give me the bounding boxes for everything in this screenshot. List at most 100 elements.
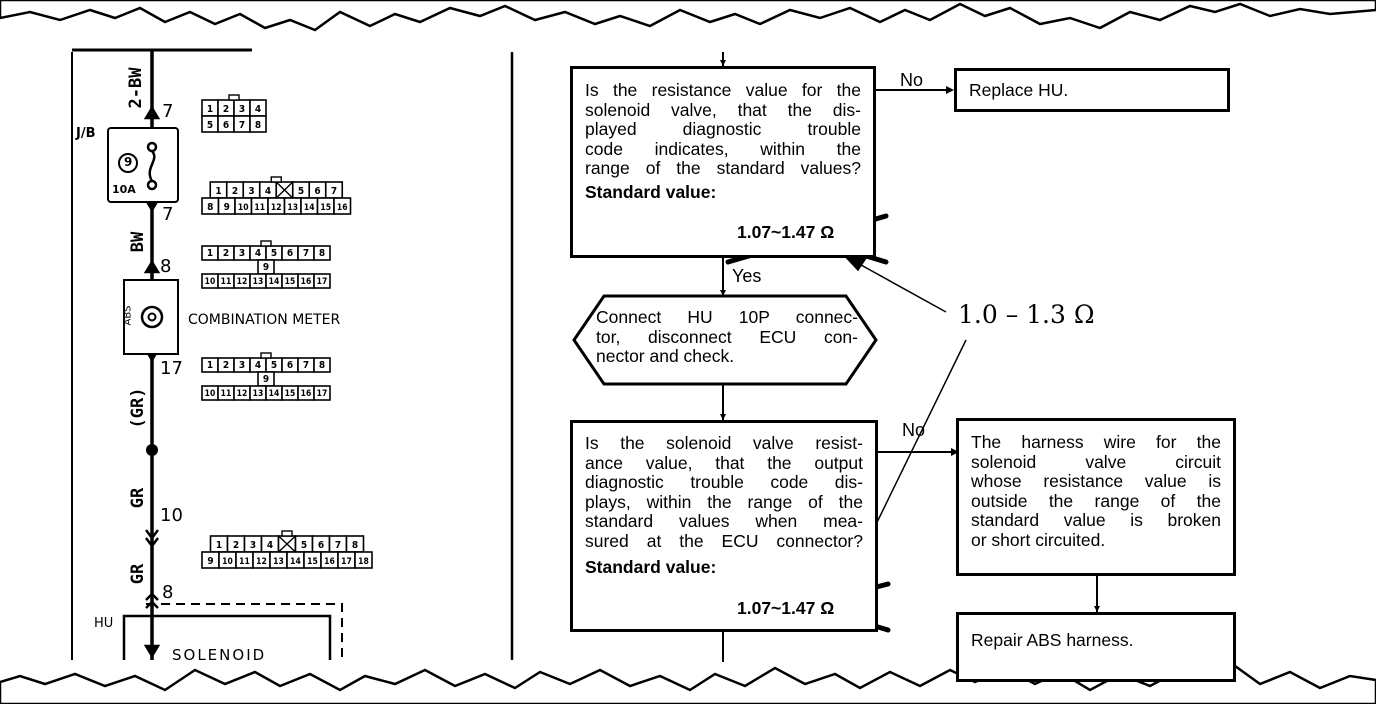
connector-pin-label: 1 <box>207 104 213 115</box>
connector-pin-label: 5 <box>298 186 304 197</box>
connector-pin-label: 17 <box>341 557 352 567</box>
connector-pin-label: 16 <box>324 557 335 567</box>
pin-number-8-meter: 8 <box>160 256 172 277</box>
connector-pin-label: 4 <box>255 248 261 259</box>
connector-pin-label: 5 <box>271 360 277 371</box>
wire-label-bw-1: BW <box>128 231 148 253</box>
no-label-2: No <box>902 420 926 440</box>
junction-block-label: J/B <box>76 126 96 141</box>
connector-pin-label: 4 <box>267 540 273 551</box>
connector-pin-label: 3 <box>239 360 245 371</box>
connector-pin-label: 14 <box>304 203 315 213</box>
connector-cavity <box>313 357 331 373</box>
connect-step-line-1: Connect HU 10P connec- <box>596 307 858 327</box>
connect-step-hexagon <box>572 294 878 386</box>
connect-step-line-2: tor, disconnect ECU con- <box>596 326 858 347</box>
question-1-line-4: code indicates, within the <box>585 138 861 159</box>
connector-cavity <box>354 551 373 569</box>
connector-pin-label: 12 <box>237 277 248 287</box>
flow-lines <box>722 52 1098 662</box>
fuse-rating: 10A <box>112 183 136 196</box>
question-2-box: Is the solenoid valve resist- ance value… <box>570 420 878 632</box>
connector-pin-label: 11 <box>254 203 265 213</box>
connector-pin-label: 2 <box>223 248 229 259</box>
connector-pin-label: 13 <box>273 557 284 567</box>
connector-cavity <box>313 245 331 261</box>
connector-pin-label: 9 <box>207 556 213 567</box>
question-2-line-6: sured at the ECU connector? <box>585 530 863 551</box>
connector-pin-label: 11 <box>221 389 232 399</box>
connector-pin-label: 7 <box>239 120 245 131</box>
question-1-line-5: range of the standard values? <box>585 158 861 179</box>
connector-pin-label: 6 <box>314 186 320 197</box>
connect-step-text: Connect HU 10P connec- tor, disconnect E… <box>596 307 858 367</box>
connector-pin-label: 1 <box>207 248 213 259</box>
pin-number-17: 17 <box>160 358 183 379</box>
connector-pin-label: 17 <box>317 389 328 399</box>
hu-label: HU <box>94 616 114 631</box>
fuse-number-circle <box>118 153 138 173</box>
connector-pin-label: 2 <box>223 104 229 115</box>
connector-pin-label: 5 <box>301 540 307 551</box>
connector-pin-label: 4 <box>255 360 261 371</box>
connector-pin-label: 2 <box>232 186 238 197</box>
connector-pin-label: 2 <box>233 540 239 551</box>
connector-pin-label: 1 <box>207 360 213 371</box>
question-2-line-1: Is the solenoid valve resist- <box>585 433 863 453</box>
pin-number-8-hu: 8 <box>162 582 174 603</box>
connector-pin-label: 2 <box>223 360 229 371</box>
harness-fault-line-6: or short circuited. <box>971 529 1106 550</box>
connector-pin-label: 16 <box>337 203 348 213</box>
connector-pin-label: 9 <box>263 374 269 385</box>
connector-cavity <box>313 385 331 401</box>
connector-pin-label: 12 <box>271 203 282 213</box>
connector-pin-label: 3 <box>248 186 254 197</box>
abs-lamp-inner <box>147 312 157 322</box>
connector-pin-label: 7 <box>335 540 341 551</box>
connector-pin-label: 11 <box>239 557 250 567</box>
fuse-symbol <box>146 141 158 191</box>
connector-pin-label: 10 <box>205 389 216 399</box>
question-2-line-2: ance value, that the output <box>585 452 863 473</box>
connector-pin-label: 15 <box>285 277 296 287</box>
connector-pin-label: 8 <box>319 360 325 371</box>
question-2-line-4: plays, within the range of the <box>585 491 863 512</box>
connector-blank-mark <box>275 181 294 199</box>
connector-pin-label: 6 <box>318 540 324 551</box>
connector-pin-label: 14 <box>290 557 301 567</box>
connector-cavity <box>333 197 352 215</box>
connector-pin-label: 9 <box>224 202 230 213</box>
question-1-standard-label: Standard value: <box>585 181 717 202</box>
solenoid-label: SOLENOID <box>172 646 267 664</box>
connector-pin-label: 13 <box>287 203 298 213</box>
connector-pin-label: 14 <box>269 389 280 399</box>
combination-meter-label: COMBINATION METER <box>188 312 341 328</box>
connector-pin-label: 8 <box>319 248 325 259</box>
question-1-line-2: solenoid valve, that the dis- <box>585 99 861 120</box>
replace-hu-text: Replace HU. <box>969 80 1069 100</box>
connector-pin-label: 10 <box>205 277 216 287</box>
connector-pin-label: 6 <box>287 248 293 259</box>
connector-pin-label: 13 <box>253 277 264 287</box>
hu-box <box>122 614 332 660</box>
connector-pin-label: 15 <box>285 389 296 399</box>
connector-pin-label: 10 <box>238 203 249 213</box>
connector-lock-tab <box>270 176 282 183</box>
connector-pin-label: 3 <box>239 104 245 115</box>
connector-pin-label: 6 <box>223 120 229 131</box>
connector-cavity <box>249 115 267 133</box>
connector-pin-label: 7 <box>303 360 309 371</box>
connector-pin-label: 8 <box>207 202 213 213</box>
question-2-line-3: diagnostic trouble code dis- <box>585 472 863 493</box>
connector-lock-tab <box>260 240 272 247</box>
question-1-line-1: Is the resistance value for the <box>585 80 861 100</box>
abs-warning-lamp <box>140 305 164 329</box>
yes-label: Yes <box>732 266 762 286</box>
connector-pin-label: 7 <box>303 248 309 259</box>
question-1-line-3: played diagnostic trouble <box>585 119 861 140</box>
